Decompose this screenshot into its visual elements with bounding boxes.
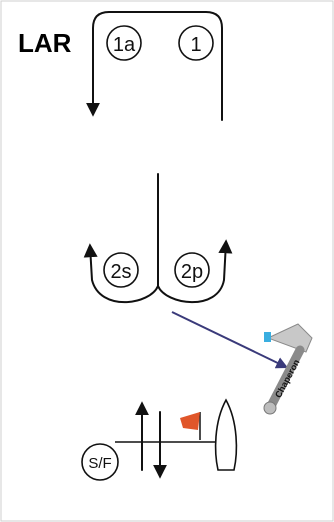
orange-flag-icon [180, 412, 200, 440]
committee-boat-label: Chaperon [273, 358, 302, 400]
start-finish-label: S/F [88, 455, 111, 472]
start-boat-icon [216, 400, 237, 470]
committee-boat-icon: Chaperon [264, 324, 312, 414]
mark-1a-label: 1a [113, 34, 136, 56]
mark-1-label: 1 [190, 34, 201, 56]
mark-2s-label: 2s [110, 261, 131, 283]
mark-2p-label: 2p [181, 261, 203, 283]
boat-flag-icon [264, 332, 271, 342]
course-title: LAR [18, 28, 72, 58]
